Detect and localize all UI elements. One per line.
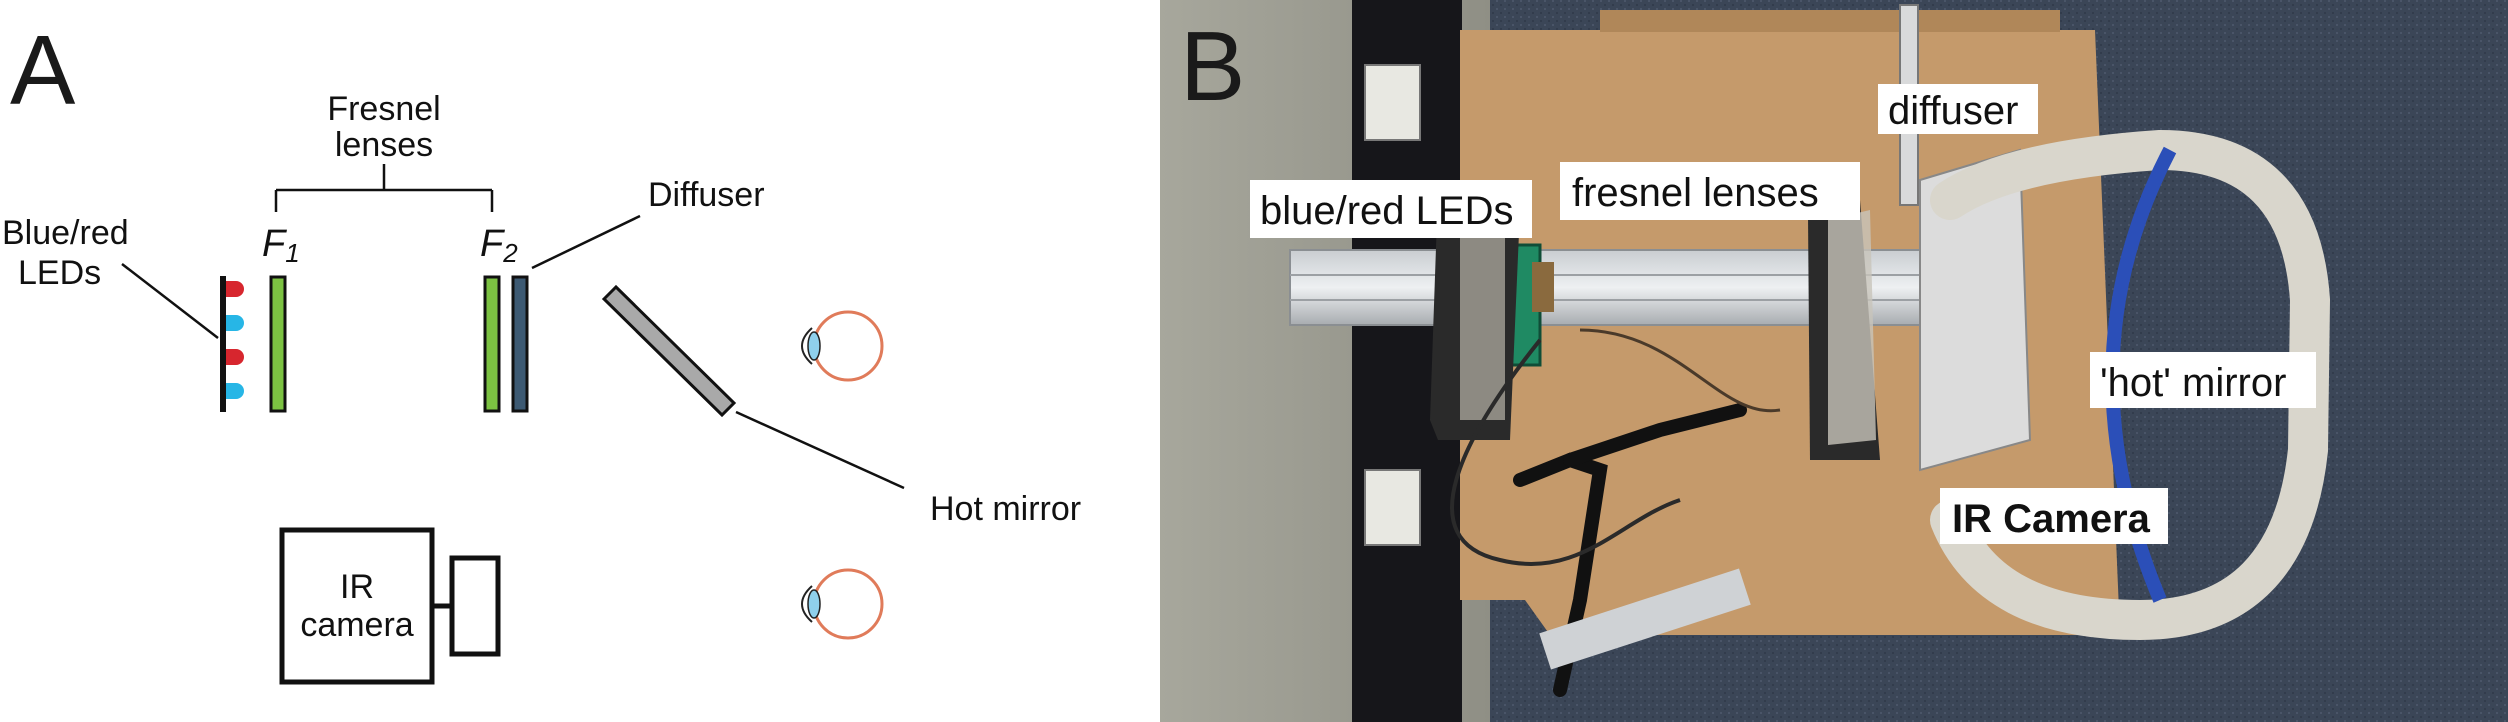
photo-label-fresnel-text: fresnel lenses xyxy=(1572,171,1819,215)
fresnel-lens-f1 xyxy=(269,275,287,413)
led-circuit-board xyxy=(220,276,226,412)
diffuser-leader-line xyxy=(531,214,641,270)
fresnel-label-line2: lenses xyxy=(335,126,433,164)
led-array xyxy=(220,276,244,412)
leds-label-line1: Blue/red xyxy=(2,214,129,252)
f1-label: F1 xyxy=(262,223,300,268)
photo-label-diffuser-text: diffuser xyxy=(1888,89,2018,133)
f2-label: F2 xyxy=(480,223,518,268)
photo-label-diffuser: diffuser xyxy=(1878,84,2038,134)
leds-leader-line xyxy=(121,263,219,339)
hot-mirror-mount xyxy=(1919,148,2032,472)
fresnel-lens-f2 xyxy=(483,275,501,413)
fresnel-label-line1: Fresnel xyxy=(327,90,440,128)
led-red-1 xyxy=(226,281,244,297)
photo-label-ir-camera: IR Camera xyxy=(1940,488,2168,544)
diffuser-plate xyxy=(511,275,529,413)
cable-1 xyxy=(1450,338,1681,567)
eye-lower xyxy=(801,568,884,640)
f1-subscript: 1 xyxy=(285,238,299,268)
fresnel-lens-2 xyxy=(1828,210,1876,445)
f1-letter: F xyxy=(262,223,287,265)
wall-socket-lower xyxy=(1364,469,1421,546)
diffuser-label: Diffuser xyxy=(648,176,765,214)
cable-2 xyxy=(1579,328,1781,413)
fresnel-bracket xyxy=(274,164,494,212)
led-cyan-2 xyxy=(226,383,244,399)
eye-upper xyxy=(801,310,884,382)
led-cyan-1 xyxy=(226,315,244,331)
f2-subscript: 2 xyxy=(502,238,518,268)
hot-mirror-leader-line xyxy=(735,410,905,490)
camera-arm-upper xyxy=(1563,403,1747,467)
hot-mirror xyxy=(601,284,737,418)
head-rest-frame xyxy=(1930,129,2331,641)
fresnel-lens-1 xyxy=(1460,215,1505,420)
camera-label-line2: camera xyxy=(300,606,413,644)
photo-label-hot-mirror: 'hot' mirror xyxy=(2090,352,2316,408)
wall-socket-upper xyxy=(1364,64,1421,141)
camera-label-line1: IR xyxy=(340,568,374,606)
panel-b-letter: B xyxy=(1180,11,1245,121)
ir-camera-body xyxy=(279,527,435,685)
photo-label-leds-text: blue/red LEDs xyxy=(1260,189,1513,233)
led-pcb xyxy=(1532,262,1554,312)
photo-label-ir-camera-text: IR Camera xyxy=(1952,497,2151,541)
ir-camera-lens xyxy=(449,555,501,657)
board-slot xyxy=(1600,10,2060,32)
hot-mirror-label: Hot mirror xyxy=(930,490,1081,528)
photo-label-hot-mirror-text: 'hot' mirror xyxy=(2100,361,2286,405)
panel-a-schematic: A Fresnel lenses F1 F2 Diffuser Blue/red… xyxy=(2,15,1081,685)
camera-clamp-rail xyxy=(1539,568,1751,670)
panel-a-letter: A xyxy=(10,15,76,125)
ir-camera xyxy=(279,527,501,685)
f2-letter: F xyxy=(480,223,505,265)
photo-label-fresnel: fresnel lenses xyxy=(1560,162,1860,220)
led-red-2 xyxy=(226,349,244,365)
photo-label-leds: blue/red LEDs xyxy=(1250,180,1532,238)
panel-b-photo: diffuser blue/red LEDs fresnel lenses 'h… xyxy=(1160,0,2508,722)
leds-label-line2: LEDs xyxy=(18,254,101,292)
